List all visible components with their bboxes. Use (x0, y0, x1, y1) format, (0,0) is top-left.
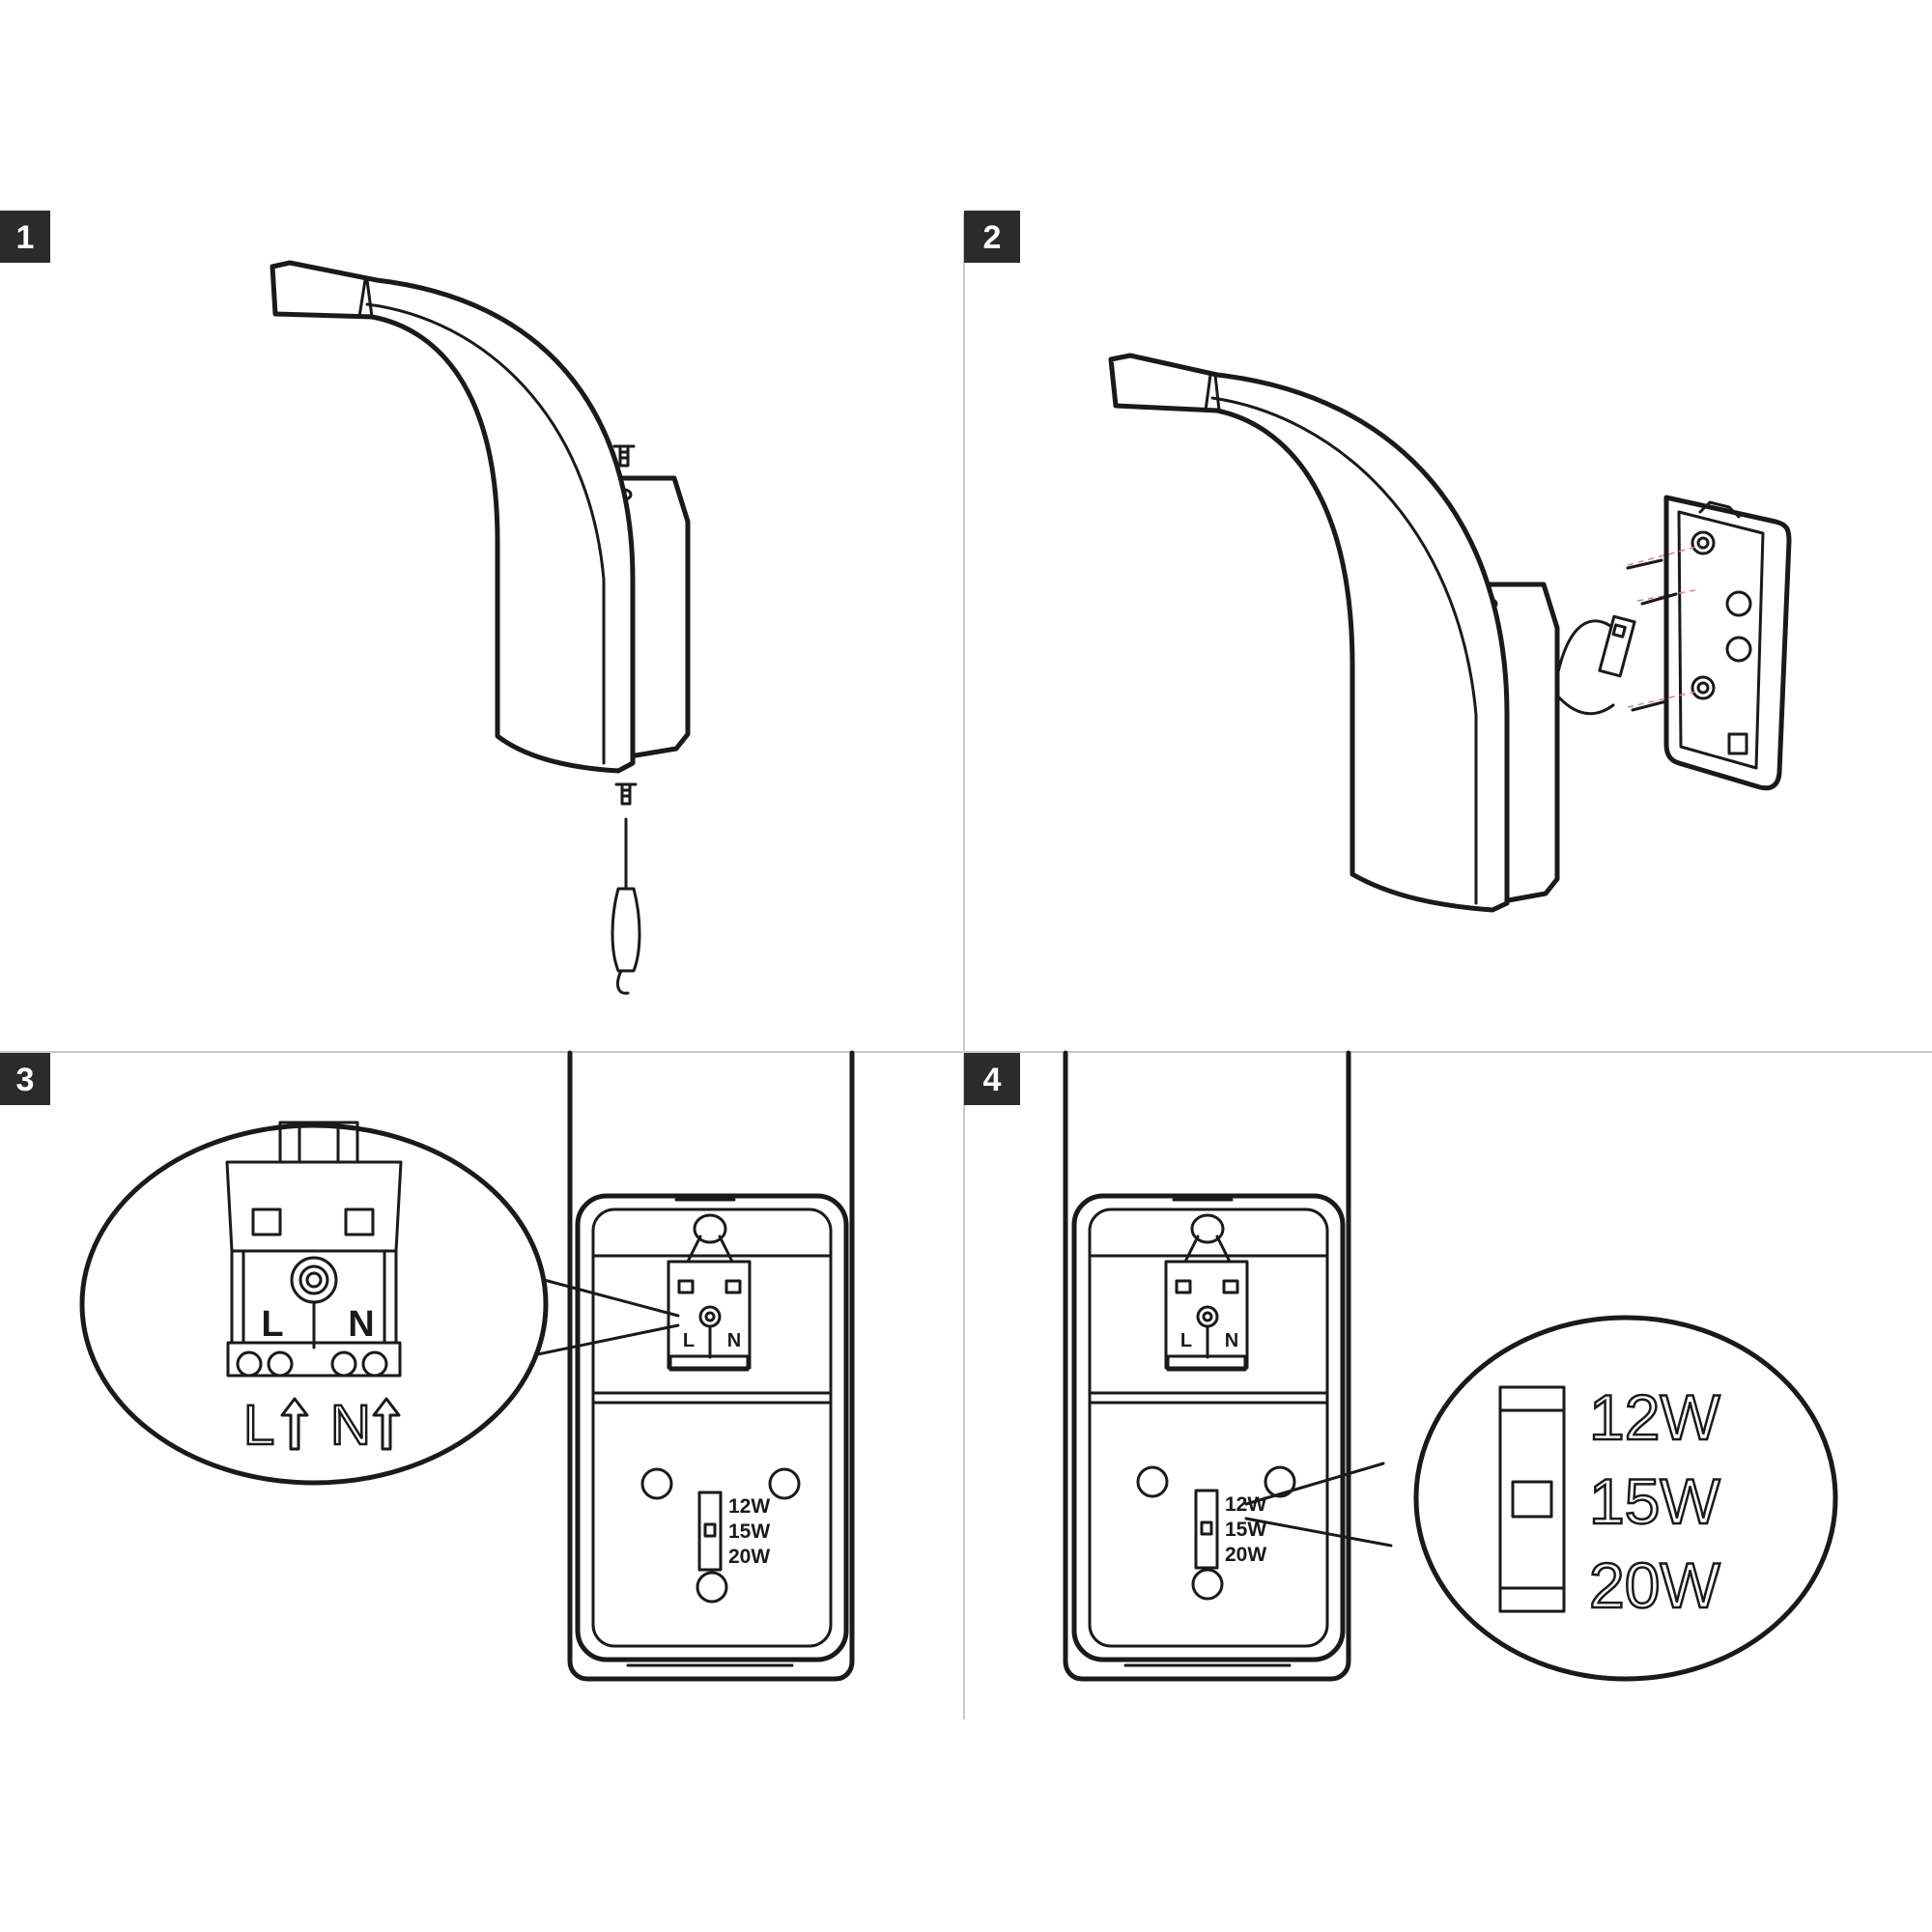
terminal-label-l-small: L (683, 1330, 695, 1351)
terminal-label-n-small: N (727, 1330, 741, 1351)
step-4-panel: 4 L N (964, 1050, 1838, 1682)
mounting-hole (768, 1467, 801, 1500)
mounting-hole (1264, 1465, 1296, 1498)
step-3-badge: 3 (0, 1053, 50, 1105)
terminal-block-small-step3: L N (667, 1213, 752, 1372)
wall-lamp-side-view (270, 260, 691, 995)
power-label-15w-step4: 15W (1225, 1519, 1266, 1541)
power-switch-zoom-callout: 12W 15W 20W (1244, 1315, 1838, 1682)
wire-label-n: N (330, 1394, 371, 1457)
mounting-hole (1191, 1568, 1224, 1601)
top-screw-icon (612, 444, 636, 468)
step-2-badge: 2 (964, 211, 1020, 263)
power-label-20w: 20W (1589, 1549, 1720, 1621)
wall-lamp-with-mounting-plate (1108, 353, 1792, 913)
step-2-number: 2 (983, 219, 1002, 256)
up-arrow-icon (280, 1397, 309, 1451)
power-label-20w-step4: 20W (1225, 1544, 1266, 1566)
mounting-plate (1663, 495, 1792, 791)
step-2-panel: 2 (964, 211, 1792, 913)
connector-plug-icon (1598, 614, 1636, 678)
up-arrow-icon (372, 1397, 401, 1451)
power-switch-small-step4: 12W 15W 20W (1194, 1489, 1266, 1570)
wire-label-l: L (243, 1394, 274, 1457)
power-label-20w-small: 20W (728, 1546, 770, 1568)
terminal-block-small-step4: L N (1164, 1213, 1249, 1372)
step-4-badge: 4 (964, 1053, 1020, 1105)
terminal-label-n: N (348, 1304, 374, 1345)
power-switch-small-step3: 12W 15W 20W (697, 1491, 770, 1572)
screwdriver-icon (611, 817, 641, 995)
power-label-12w-small: 12W (728, 1495, 770, 1518)
step-1-badge: 1 (0, 211, 50, 263)
terminal-block-enlarged: L N (225, 1121, 403, 1378)
power-label-15w: 15W (1589, 1465, 1720, 1537)
step-1-panel: 1 (0, 211, 691, 995)
lamp-front-view-step3: L N 12W 15W 20W (567, 1050, 855, 1682)
terminal-zoom-callout: L N L N (79, 1121, 680, 1486)
wall-screws-icon (1626, 545, 1701, 712)
lamp-front-view-step4: L N 12W 15W 20W (1063, 1050, 1351, 1682)
wire-insert-labels: L N (242, 1393, 401, 1458)
mounting-hole (1136, 1465, 1169, 1498)
terminal-label-l-step4: L (1180, 1330, 1192, 1351)
power-label-12w: 12W (1589, 1381, 1720, 1453)
bottom-screw-icon (614, 782, 638, 806)
terminal-label-l: L (261, 1304, 283, 1345)
power-label-15w-small: 15W (728, 1520, 770, 1543)
step-3-panel: 3 L N (0, 1050, 855, 1682)
power-switch-enlarged: 12W 15W 20W (1498, 1380, 1722, 1622)
mounting-hole (696, 1571, 728, 1604)
terminal-label-n-step4: N (1225, 1330, 1238, 1351)
mounting-hole (640, 1467, 673, 1500)
step-4-number: 4 (983, 1062, 1002, 1098)
step-1-number: 1 (16, 219, 35, 256)
step-3-number: 3 (16, 1062, 35, 1098)
